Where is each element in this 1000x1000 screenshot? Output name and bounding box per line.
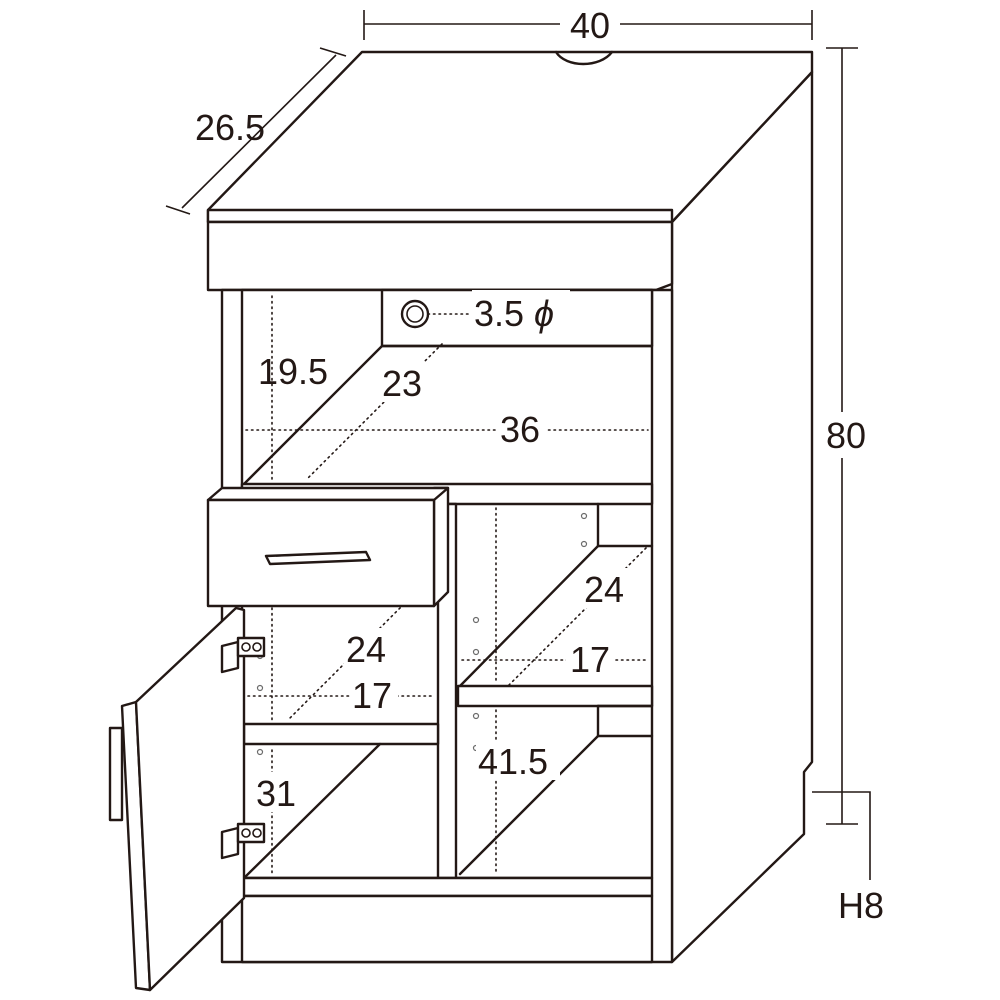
left-bottom-height-label: 31 — [256, 773, 296, 814]
left-shelf-width-label: 17 — [352, 675, 392, 716]
left-shelf-height-label: 24 — [346, 629, 386, 670]
open-door-panel[interactable] — [134, 606, 246, 992]
bottom-shelf-board — [240, 876, 654, 898]
top-shelf-height-label: 19.5 — [258, 351, 328, 392]
top-shelf-depth-label: 23 — [382, 363, 422, 404]
depth-dimension-line — [165, 47, 347, 215]
cable-notch — [554, 50, 614, 66]
left-shelf — [242, 722, 440, 746]
cord-hole-value: 3.5 — [474, 293, 524, 334]
width-label: 40 — [570, 5, 610, 46]
cord-hole-label: 3.5 ϕ — [472, 290, 570, 334]
base-height-leader — [812, 791, 871, 880]
cord-hole — [400, 299, 430, 329]
right-shelf-diagonal — [458, 544, 600, 688]
right-shelf-width-label: 17 — [570, 639, 610, 680]
base-height-label: H8 — [838, 885, 884, 926]
cabinet-top-apron — [206, 220, 674, 292]
cabinet-top-front-edge — [206, 208, 674, 224]
right-shelf-height-label: 24 — [584, 569, 624, 610]
plinth — [240, 894, 654, 964]
left-shelf-diagonal — [242, 742, 382, 880]
height-label: 80 — [826, 415, 866, 456]
drawer-handle-edge — [275, 551, 363, 557]
depth-label: 26.5 — [195, 107, 265, 148]
cabinet-side-panel — [670, 70, 814, 964]
right-lower-diagonal — [458, 734, 600, 876]
lower-hinge-icon — [220, 822, 266, 860]
right-bottom-height-label: 41.5 — [478, 741, 548, 782]
door-handle[interactable] — [108, 726, 124, 822]
inner-width-label: 36 — [500, 409, 540, 450]
cord-hole-symbol: ϕ — [534, 293, 554, 334]
upper-hinge-icon — [220, 636, 266, 674]
upper-shelf-back-diagonal — [242, 344, 384, 486]
drawer-side — [432, 486, 450, 608]
cord-hole-inner — [406, 305, 424, 323]
right-upper-shelf — [456, 684, 654, 708]
drawer-top — [206, 486, 450, 502]
